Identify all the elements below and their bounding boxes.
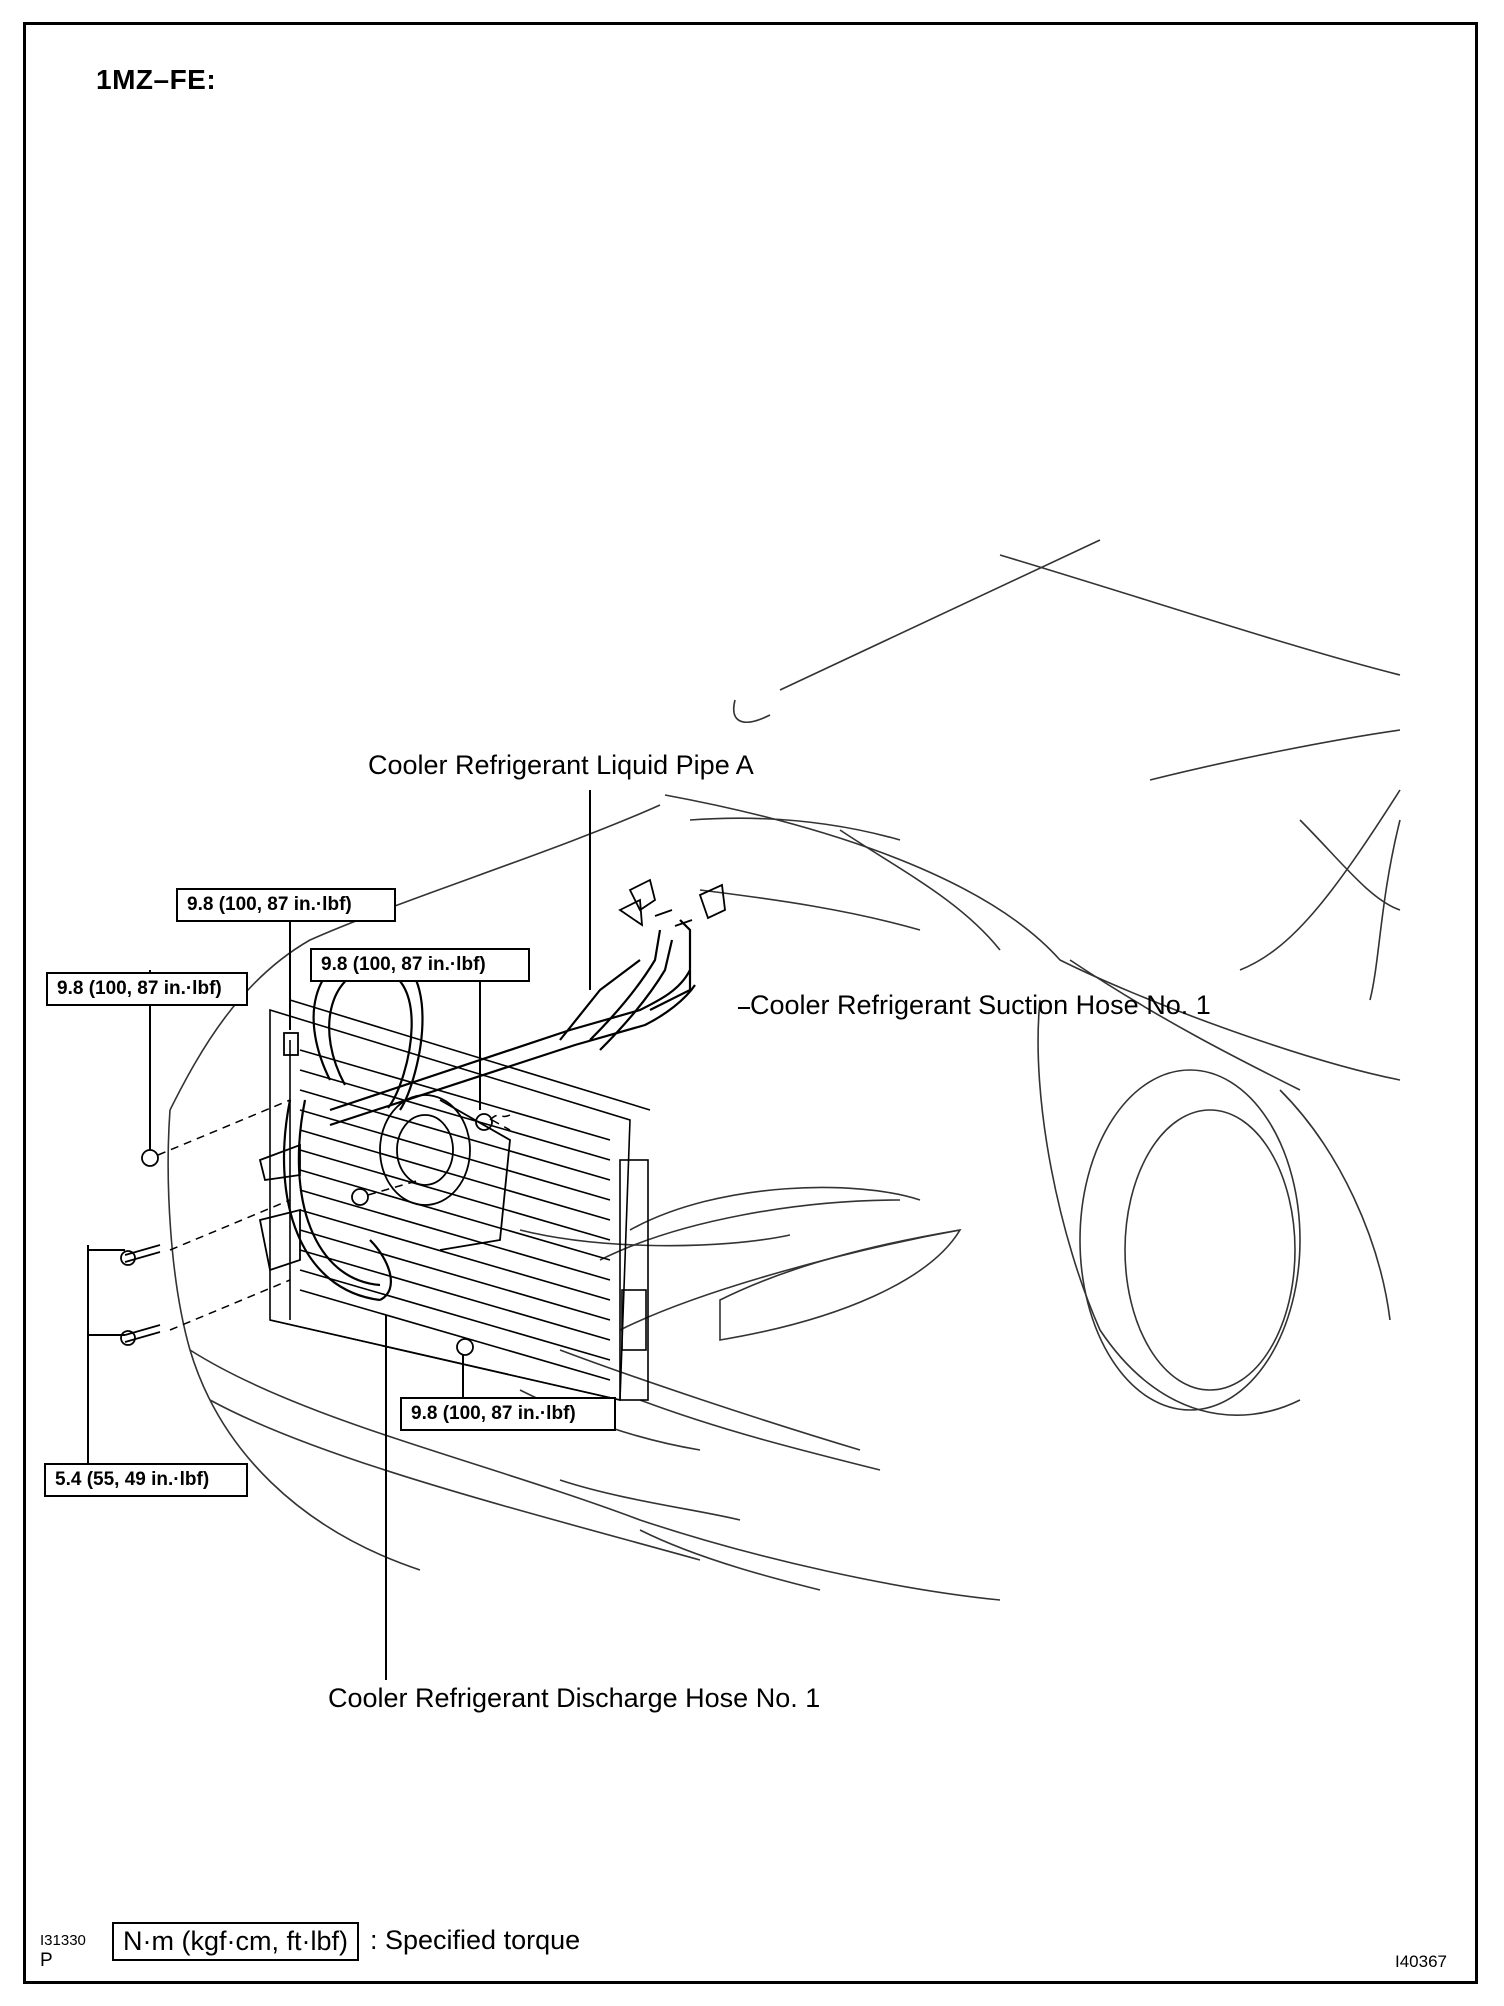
torque-spec-left: 9.8 (100, 87 in.·lbf) — [46, 972, 248, 1006]
liquid-pipe-label: Cooler Refrigerant Liquid Pipe A — [368, 750, 754, 780]
legend-code-top: I31330 — [40, 1932, 86, 1949]
legend-description: : Specified torque — [370, 1925, 581, 1955]
fasteners — [120, 878, 726, 1356]
torque-spec-top-center: 9.8 (100, 87 in.·lbf) — [176, 888, 396, 922]
discharge-hose-label: Cooler Refrigerant Discharge Hose No. 1 — [328, 1683, 821, 1713]
placement-lines — [157, 1099, 511, 1331]
torque-spec-top-right: 9.8 (100, 87 in.·lbf) — [310, 948, 530, 982]
legend-code-bottom: P — [40, 1950, 53, 1971]
compressor — [379, 1094, 511, 1251]
torque-unit-box: N·m (kgf·cm, ft·lbf) — [112, 1922, 359, 1961]
torque-spec-bottom-left: 5.4 (55, 49 in.·lbf) — [44, 1463, 248, 1497]
torque-spec-bottom-right: 9.8 (100, 87 in.·lbf) — [400, 1397, 616, 1431]
car-body — [167, 539, 1401, 1601]
figure-id: I40367 — [1395, 1952, 1447, 1971]
engine-label: 1MZ–FE: — [96, 64, 217, 95]
figure-frame — [23, 22, 1478, 1984]
suction-hose-label: Cooler Refrigerant Suction Hose No. 1 — [750, 990, 1211, 1020]
